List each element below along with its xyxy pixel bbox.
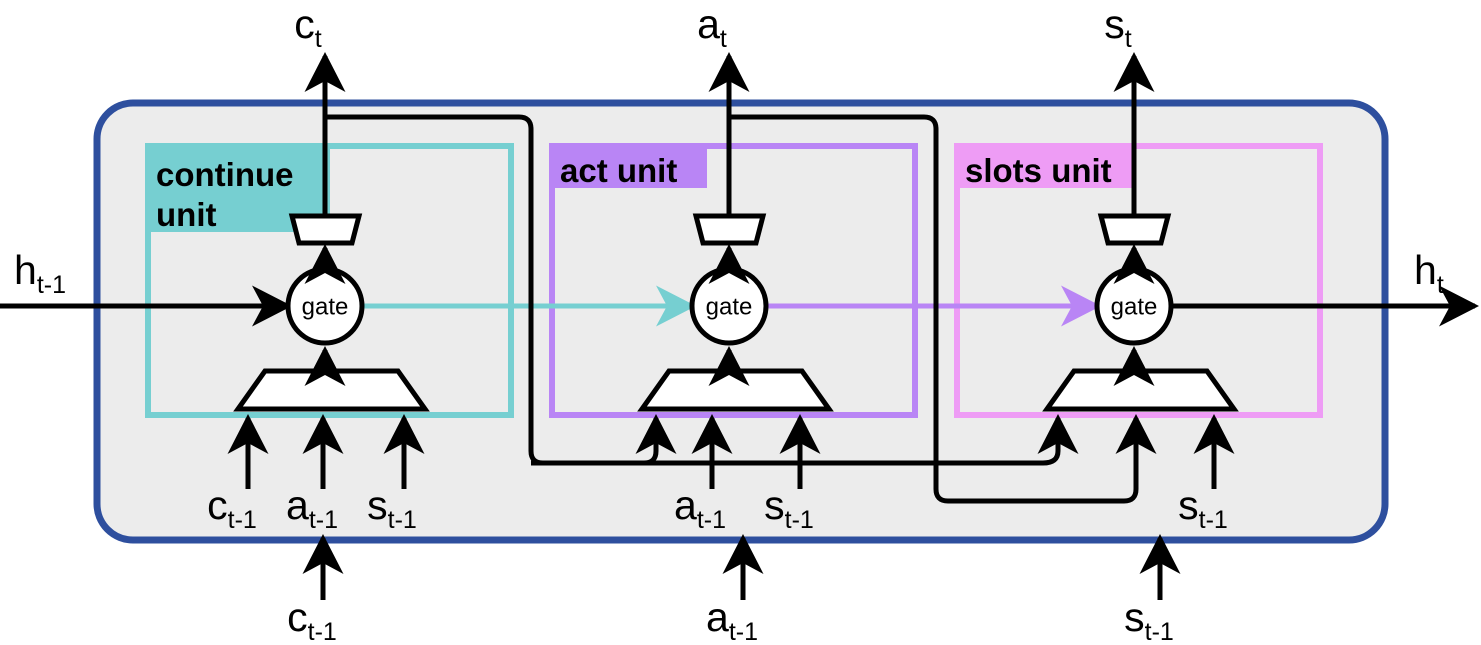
slots-unit-title-highlight (957, 143, 1135, 188)
external-input-label-a: at-1 (706, 594, 758, 645)
act-unit-title-highlight (552, 143, 707, 188)
feedback-route-ct-to-act (325, 114, 677, 466)
continue-inner-input-label-s: st-1 (367, 482, 417, 534)
slots-unit-combine-trapezoid (1042, 368, 1239, 412)
act-unit-readout-trapezoid (692, 213, 767, 246)
continue-inner-input-label-a: at-1 (286, 482, 338, 534)
feedback-route-at-to-slots (729, 114, 1157, 504)
act-inner-input-label-s: st-1 (764, 482, 814, 534)
act-unit-combine-trapezoid (637, 368, 834, 412)
external-input-label-s: st-1 (1124, 594, 1174, 645)
act-unit-gate-label: gate (706, 294, 753, 321)
output-label-st: st (1104, 1, 1132, 53)
continue-unit-readout-trapezoid (288, 213, 363, 246)
output-label-ct: ct (294, 1, 322, 53)
slots-unit-readout-trapezoid (1097, 213, 1172, 246)
feedback-route-ct-to-slots (531, 413, 1079, 466)
continue-unit-combine-trapezoid (233, 368, 430, 412)
external-input-label-c: ct-1 (287, 594, 337, 645)
slots-unit-gate-label: gate (1111, 294, 1158, 321)
hidden-out-label: ht (1414, 247, 1444, 299)
continue-unit-title-line1: continue (156, 156, 294, 193)
act-unit-frame (549, 143, 918, 418)
slots-inner-input-label-s: st-1 (1178, 482, 1228, 534)
continue-inner-input-label-c: ct-1 (207, 482, 257, 534)
act-unit-title: act unit (560, 152, 677, 189)
hidden-in-label: ht-1 (14, 247, 66, 299)
slots-unit-title: slots unit (965, 152, 1112, 189)
continue-unit-gate-label: gate (302, 294, 349, 321)
continue-unit-title-line2: unit (156, 196, 216, 233)
output-label-at: at (697, 1, 727, 53)
act-inner-input-label-a: at-1 (674, 482, 726, 534)
